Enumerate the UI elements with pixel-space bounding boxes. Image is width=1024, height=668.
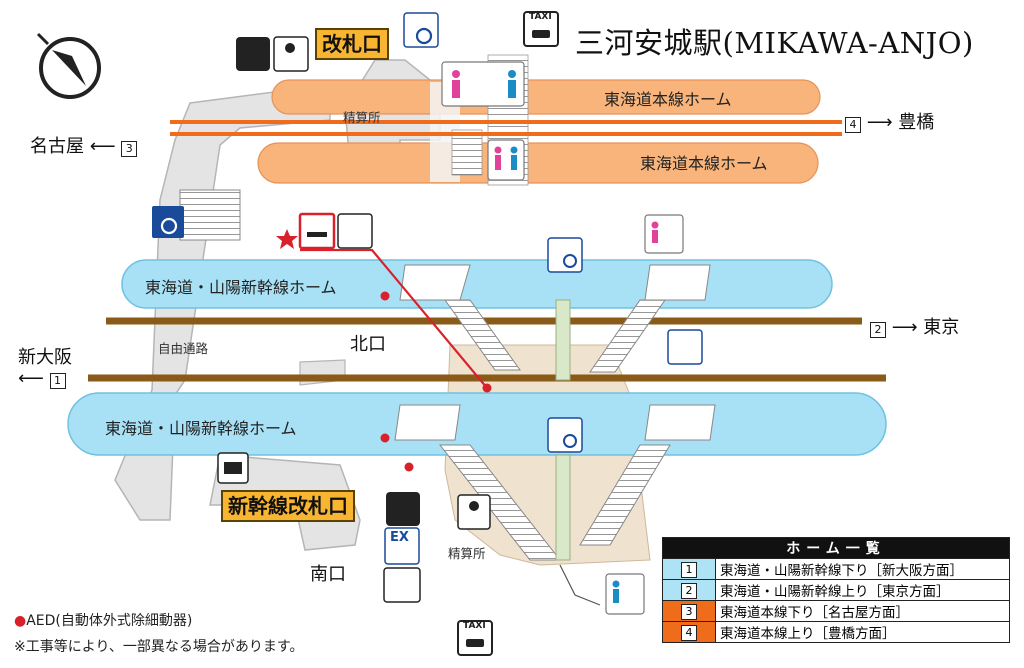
legend-row: 3 東海道本線下り［名古屋方面］ [662, 600, 1010, 622]
compass-icon [36, 32, 101, 99]
legend-row: 1 東海道・山陽新幹線下り［新大阪方面］ [662, 558, 1010, 580]
ticket-machine-icon [217, 452, 249, 484]
shinkansen-platform-upper: 東海道・山陽新幹線ホーム [145, 278, 337, 297]
conventional-gate-label: 改札口 [315, 28, 389, 60]
platform-legend: ホーム一覧 1 東海道・山陽新幹線下り［新大阪方面］ 2 東海道・山陽新幹線上り… [662, 537, 1010, 643]
tokaido-platform-lower: 東海道本線ホーム [640, 154, 768, 173]
taxi-label-top: TAXI [529, 12, 552, 22]
tokaido-platform-upper: 東海道本線ホーム [604, 90, 732, 109]
legend-header: ホーム一覧 [662, 537, 1010, 559]
taxi-icon [457, 11, 559, 656]
ex-badge-icon [384, 527, 420, 565]
restroom-icon [441, 61, 684, 615]
direction-shin-osaka: 新大阪 [18, 347, 72, 368]
seisanjo-bottom: 精算所 [448, 546, 486, 561]
aed-note: ●AED(自動体外式除細動器) [14, 613, 193, 629]
direction-toyohashi: 4 ⟶ 豊橋 [845, 108, 934, 134]
direction-nagoya: 名古屋 ⟵ 3 [30, 132, 138, 158]
legend-row: 4 東海道本線上り［豊橋方面］ [662, 621, 1010, 643]
waiting-room-icon [236, 37, 420, 526]
stairs-escalators [438, 299, 671, 606]
shinkansen-gate-label: 新幹線改札口 [221, 490, 355, 522]
construction-note: ※工事等により、一部異なる場合があります。 [14, 639, 304, 655]
shinkansen-platform-lower: 東海道・山陽新幹線ホーム [105, 419, 297, 438]
wheelchair-icon [152, 12, 703, 453]
taxi-label-bottom: TAXI [463, 621, 486, 631]
station-title: 三河安城駅(MIKAWA-ANJO) [575, 26, 974, 60]
legend-row: 2 東海道・山陽新幹線上り［東京方面］ [662, 579, 1010, 601]
free-passage-label: 自由通路 [158, 341, 209, 356]
shinkansen-platforms [67, 259, 887, 456]
ex-badge-label: EX [390, 530, 409, 545]
station-staff-icon [273, 36, 491, 603]
smoking-room-icon [298, 212, 336, 250]
seisanjo-top: 精算所 [343, 110, 381, 125]
north-exit-label: 北口 [350, 334, 386, 355]
conventional-tracks [170, 120, 842, 136]
star-icon [276, 229, 298, 249]
direction-shin-osaka-track: ⟵ 1 [18, 368, 66, 389]
direction-tokyo: 2 ⟶ 東京 [870, 313, 959, 339]
smoking-room-guide [300, 248, 488, 389]
south-exit-label: 南口 [310, 564, 346, 585]
